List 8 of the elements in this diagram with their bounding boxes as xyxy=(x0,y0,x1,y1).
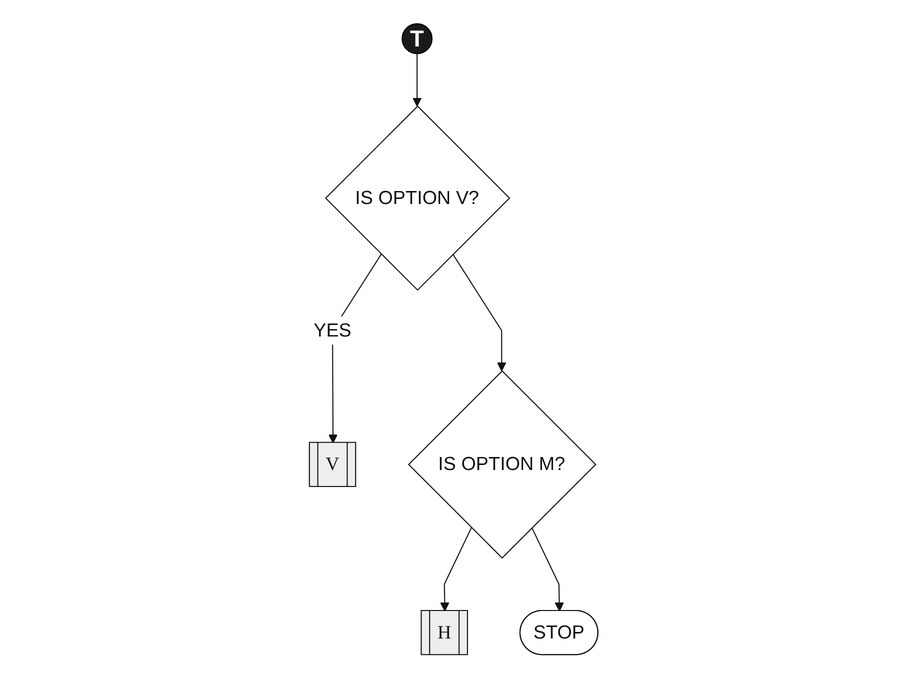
arrow xyxy=(452,254,507,372)
arrow xyxy=(532,527,564,612)
edge-label: YES xyxy=(314,319,352,340)
arrow xyxy=(412,54,422,107)
arrow xyxy=(440,527,472,612)
node-diamond: IS OPTION M? xyxy=(408,370,597,559)
node-diamond: IS OPTION V? xyxy=(325,105,511,291)
node-circle: T xyxy=(402,23,433,54)
